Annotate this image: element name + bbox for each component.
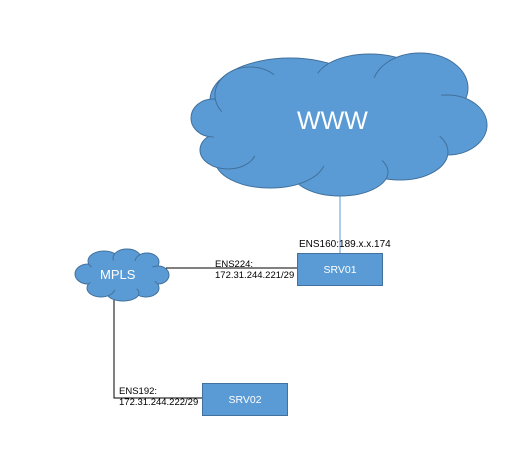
mpls-srv02-link: [113, 298, 202, 399]
ens160-interface-label: ENS160:189.x.x.174: [299, 239, 391, 250]
srv02-label: SRV02: [228, 393, 262, 406]
ens192-name: ENS192:: [119, 386, 158, 397]
ens192-interface-label: ENS192: 172.31.244.222/29: [119, 386, 198, 408]
srv01-label: SRV01: [323, 263, 357, 276]
ens224-ip: 172.31.244.221/29: [215, 270, 295, 281]
www-cloud-label: WWW: [297, 107, 368, 135]
mpls-cloud-label: MPLS: [100, 267, 136, 282]
ens192-ip: 172.31.244.222/29: [119, 397, 199, 408]
srv01-node: SRV01: [297, 253, 383, 286]
ens224-interface-label: ENS224: 172.31.244.221/29: [215, 259, 294, 281]
ens224-name: ENS224:: [215, 259, 254, 270]
srv02-node: SRV02: [202, 383, 288, 416]
